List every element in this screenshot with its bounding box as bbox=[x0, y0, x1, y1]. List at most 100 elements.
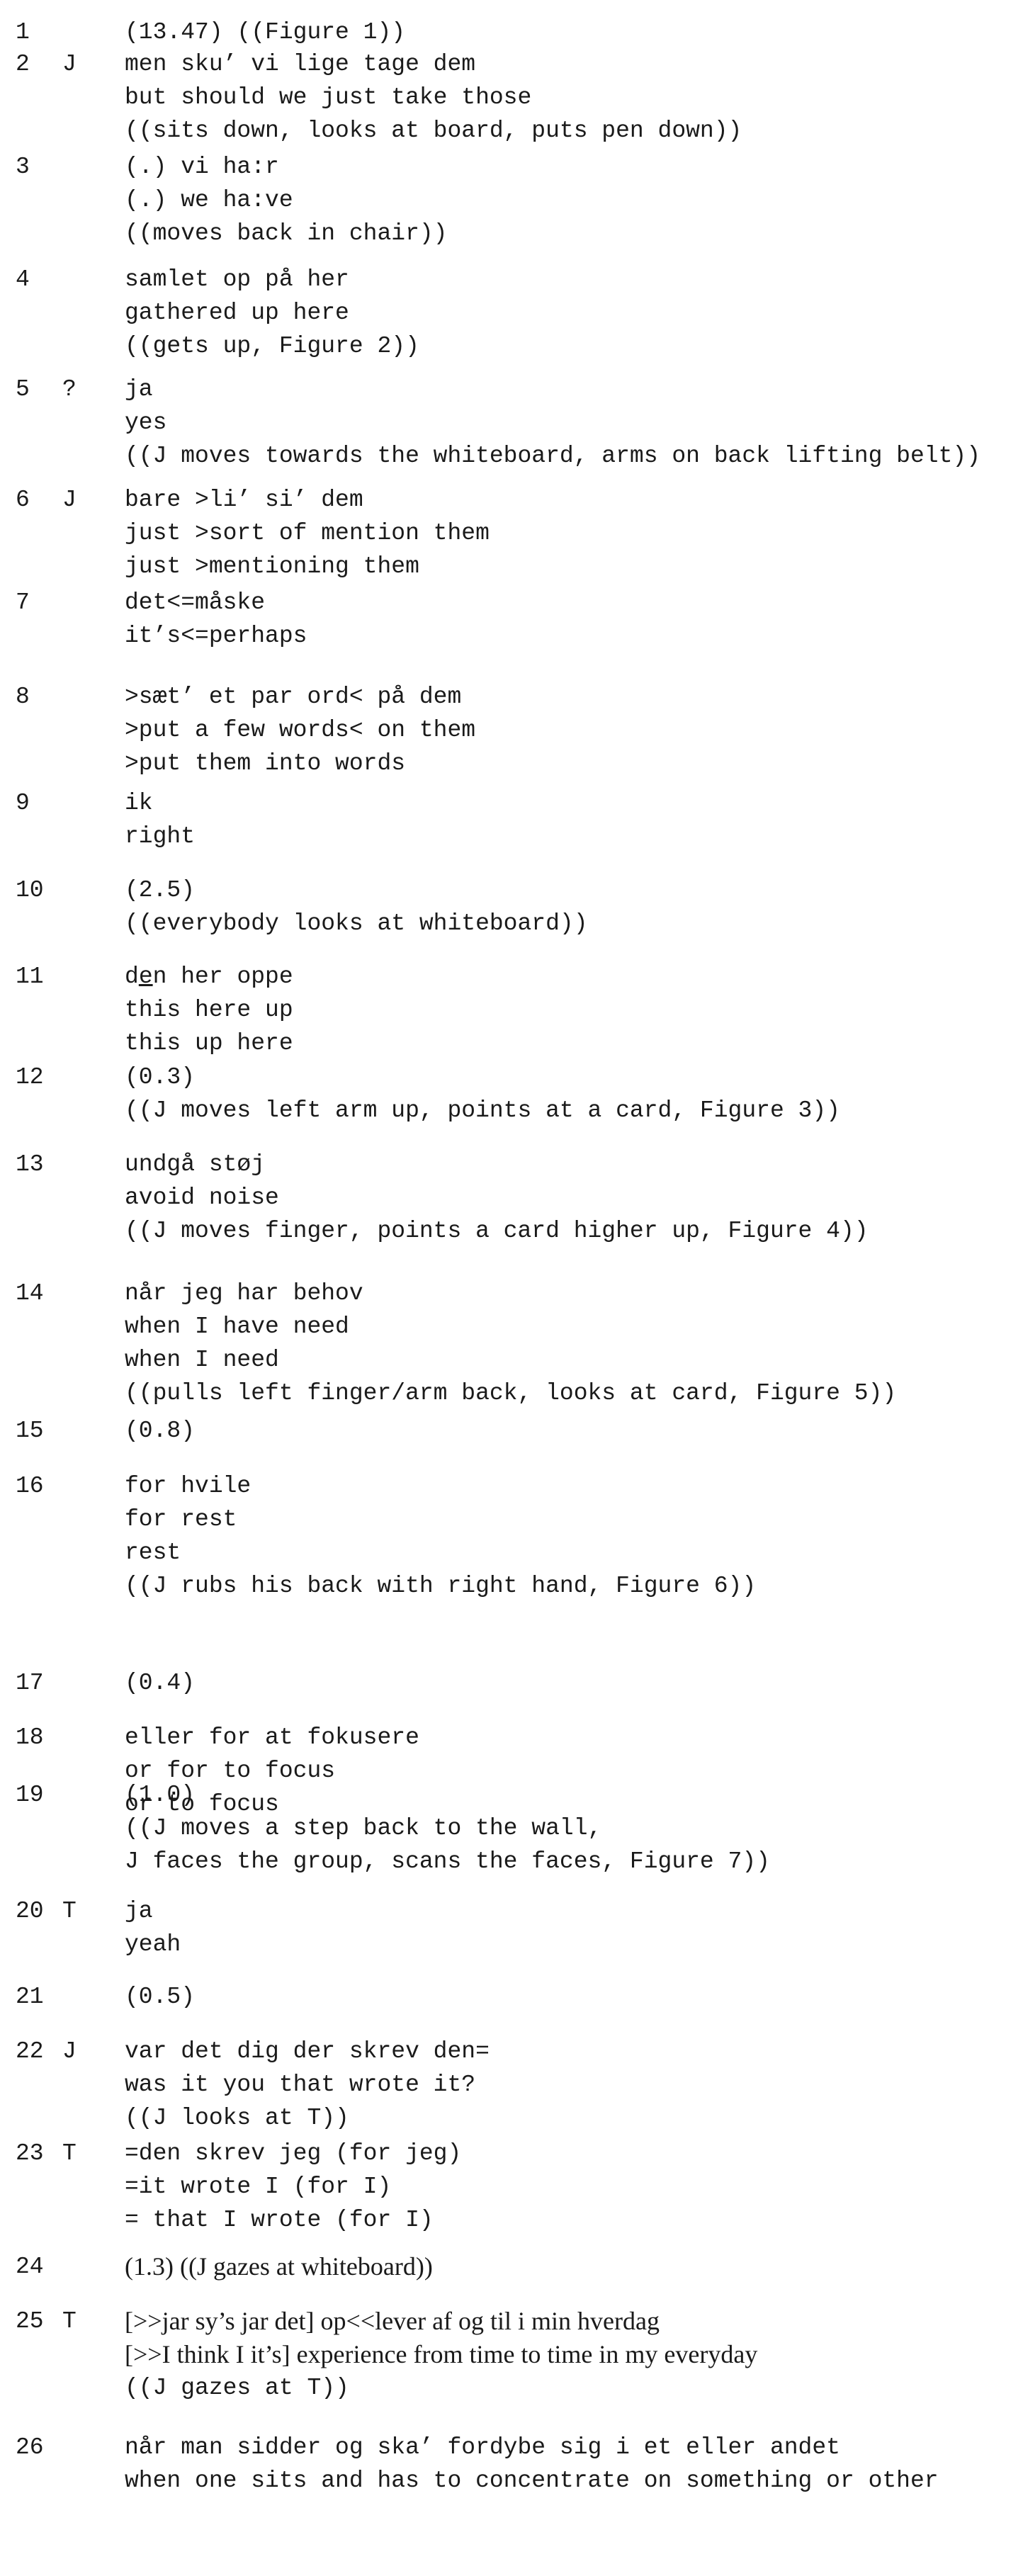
line-number: 26 bbox=[16, 2434, 44, 2461]
utterance-lines: for hvile for rest rest ((J rubs his back w… bbox=[125, 1469, 756, 1603]
utterance-line: >sæt’ et par ord< på dem bbox=[125, 684, 462, 710]
transcript-turn: 19(1.0)((J moves a step back to the wall… bbox=[0, 1778, 1023, 1878]
utterance-line: ((J moves left arm up, points at a card,… bbox=[125, 1097, 840, 1124]
utterance-line: ik bbox=[125, 790, 153, 816]
transcript-turn: 8>sæt’ et par ord< på dem>put a few word… bbox=[0, 680, 1023, 780]
utterance-line: or to focus bbox=[125, 1791, 279, 1817]
utterance-lines: [>>jar sy’s jar det] op<<lever af og til… bbox=[125, 2305, 757, 2405]
utterance-lines: (.) vi ha:r(.) we ha:ve((moves back in c… bbox=[125, 150, 447, 250]
line-number: 3 bbox=[16, 154, 30, 180]
utterance-line: bare >li’ si’ dem bbox=[125, 487, 363, 513]
line-number: 9 bbox=[16, 790, 30, 816]
transcript-turn: 15 (0.8) bbox=[0, 1414, 1023, 1447]
utterance-line: but should we just take those bbox=[125, 84, 532, 111]
utterance-line: (1.3) ((J gazes at whiteboard)) bbox=[125, 2252, 433, 2281]
utterance-line: when I have need bbox=[125, 1314, 349, 1340]
line-number: 21 bbox=[16, 1984, 44, 2010]
utterance-line: gathered up here bbox=[125, 300, 349, 326]
speaker-label: T bbox=[62, 1898, 77, 1924]
utterance-line: rest bbox=[125, 1540, 181, 1566]
utterance-line: ((everybody looks at whiteboard)) bbox=[125, 910, 588, 937]
utterance-line: just >sort of mention them bbox=[125, 520, 490, 546]
utterance-lines: (13.47) ((Figure 1)) bbox=[125, 16, 405, 49]
utterance-line: this up here bbox=[125, 1030, 293, 1056]
utterance-line: or for to focus bbox=[125, 1758, 336, 1784]
utterance-lines: bare >li’ si’ dem just >sort of mention t… bbox=[125, 483, 490, 583]
utterance-lines: (0.8) bbox=[125, 1414, 195, 1447]
speaker-label: ? bbox=[62, 376, 77, 402]
utterance-line: J faces the group, scans the faces, Figu… bbox=[125, 1848, 770, 1875]
line-number: 14 bbox=[16, 1280, 44, 1306]
line-number: 1 bbox=[16, 19, 30, 45]
utterance-line: ((J rubs his back with right hand, Figur… bbox=[125, 1573, 757, 1599]
utterance-line: yes bbox=[125, 409, 167, 436]
transcript-turn: 10(2.5)((everybody looks at whiteboard)) bbox=[0, 874, 1023, 940]
utterance-line: den her oppe bbox=[125, 964, 293, 990]
utterance-line: undgå støj bbox=[125, 1151, 266, 1177]
utterance-line: ((pulls left finger/arm back, looks at c… bbox=[125, 1380, 897, 1406]
line-number: 15 bbox=[16, 1418, 44, 1444]
utterance-lines: (0.5) bbox=[125, 1980, 195, 2013]
line-number: 12 bbox=[16, 1064, 44, 1090]
utterance-line: (0.3) bbox=[125, 1064, 196, 1090]
transcript-turn: 16 for hvile for rest rest ((J rubs his back… bbox=[0, 1469, 1023, 1603]
utterance-line: ((J moves towards the whiteboard, arms o… bbox=[125, 443, 980, 469]
utterance-line: eller for at fokusere bbox=[125, 1724, 419, 1751]
speaker-label: J bbox=[62, 51, 77, 77]
speaker-label: T bbox=[62, 2308, 77, 2334]
line-number: 23 bbox=[16, 2140, 44, 2167]
utterance-line: for hvile bbox=[125, 1473, 251, 1499]
transcript-turn: 18 eller for at fokusere or for to focus or… bbox=[0, 1721, 1023, 1821]
transcript-turn: 1 (13.47) ((Figure 1)) bbox=[0, 16, 1023, 49]
utterance-line: this here up bbox=[125, 997, 293, 1023]
utterance-lines: (1.0)((J moves a step back to the wall,J… bbox=[125, 1778, 770, 1878]
utterance-line: for rest bbox=[125, 1506, 237, 1532]
utterance-lines: (1.3) ((J gazes at whiteboard)) bbox=[125, 2250, 433, 2283]
transcript-turn: 17(0.4) bbox=[0, 1666, 1023, 1700]
utterance-line: when I need bbox=[125, 1347, 279, 1373]
utterance-line: (0.4) bbox=[125, 1670, 196, 1696]
utterance-lines: (0.3) ((J moves left arm up, points at a … bbox=[125, 1061, 840, 1127]
line-number: 18 bbox=[16, 1724, 44, 1751]
utterance-lines: men sku’ vi lige tage dem but should we j… bbox=[125, 47, 742, 147]
speaker-label: T bbox=[62, 2140, 77, 2167]
line-number: 22 bbox=[16, 2038, 44, 2064]
utterance-line: (.) we ha:ve bbox=[125, 187, 293, 213]
line-number: 7 bbox=[16, 589, 30, 616]
line-number: 4 bbox=[16, 266, 30, 293]
line-number: 6 bbox=[16, 487, 30, 513]
utterance-line: =it wrote I (for I) bbox=[125, 2174, 392, 2200]
utterance-line: (13.47) ((Figure 1)) bbox=[125, 19, 406, 45]
utterance-lines: ik right bbox=[125, 786, 195, 853]
utterance-lines: var det dig der skrev den=was it you tha… bbox=[125, 2035, 490, 2135]
utterance-line: >put a few words< on them bbox=[125, 717, 476, 743]
utterance-line: (.) vi ha:r bbox=[125, 154, 279, 180]
utterance-line: men sku’ vi lige tage dem bbox=[125, 51, 476, 77]
utterance-line: ((J moves finger, points a card higher u… bbox=[125, 1218, 869, 1244]
speaker-label: J bbox=[62, 2038, 77, 2064]
utterance-line: ja bbox=[125, 1898, 153, 1924]
transcript-turn: 24(1.3) ((J gazes at whiteboard)) bbox=[0, 2250, 1023, 2283]
line-number: 16 bbox=[16, 1473, 44, 1499]
utterance-line: ((J gazes at T)) bbox=[125, 2375, 349, 2401]
speaker-label: J bbox=[62, 487, 77, 513]
utterance-line: right bbox=[125, 823, 196, 849]
utterance-lines: =den skrev jeg (for jeg)=it wrote I (for… bbox=[125, 2137, 461, 2237]
utterance-line: samlet op på her bbox=[125, 266, 349, 293]
transcript-turn: 23 T =den skrev jeg (for jeg)=it wrote I (… bbox=[0, 2137, 1023, 2237]
line-number: 10 bbox=[16, 877, 44, 903]
utterance-line: ((J looks at T)) bbox=[125, 2105, 349, 2131]
line-number: 13 bbox=[16, 1151, 44, 1177]
utterance-line: >put them into words bbox=[125, 750, 406, 776]
